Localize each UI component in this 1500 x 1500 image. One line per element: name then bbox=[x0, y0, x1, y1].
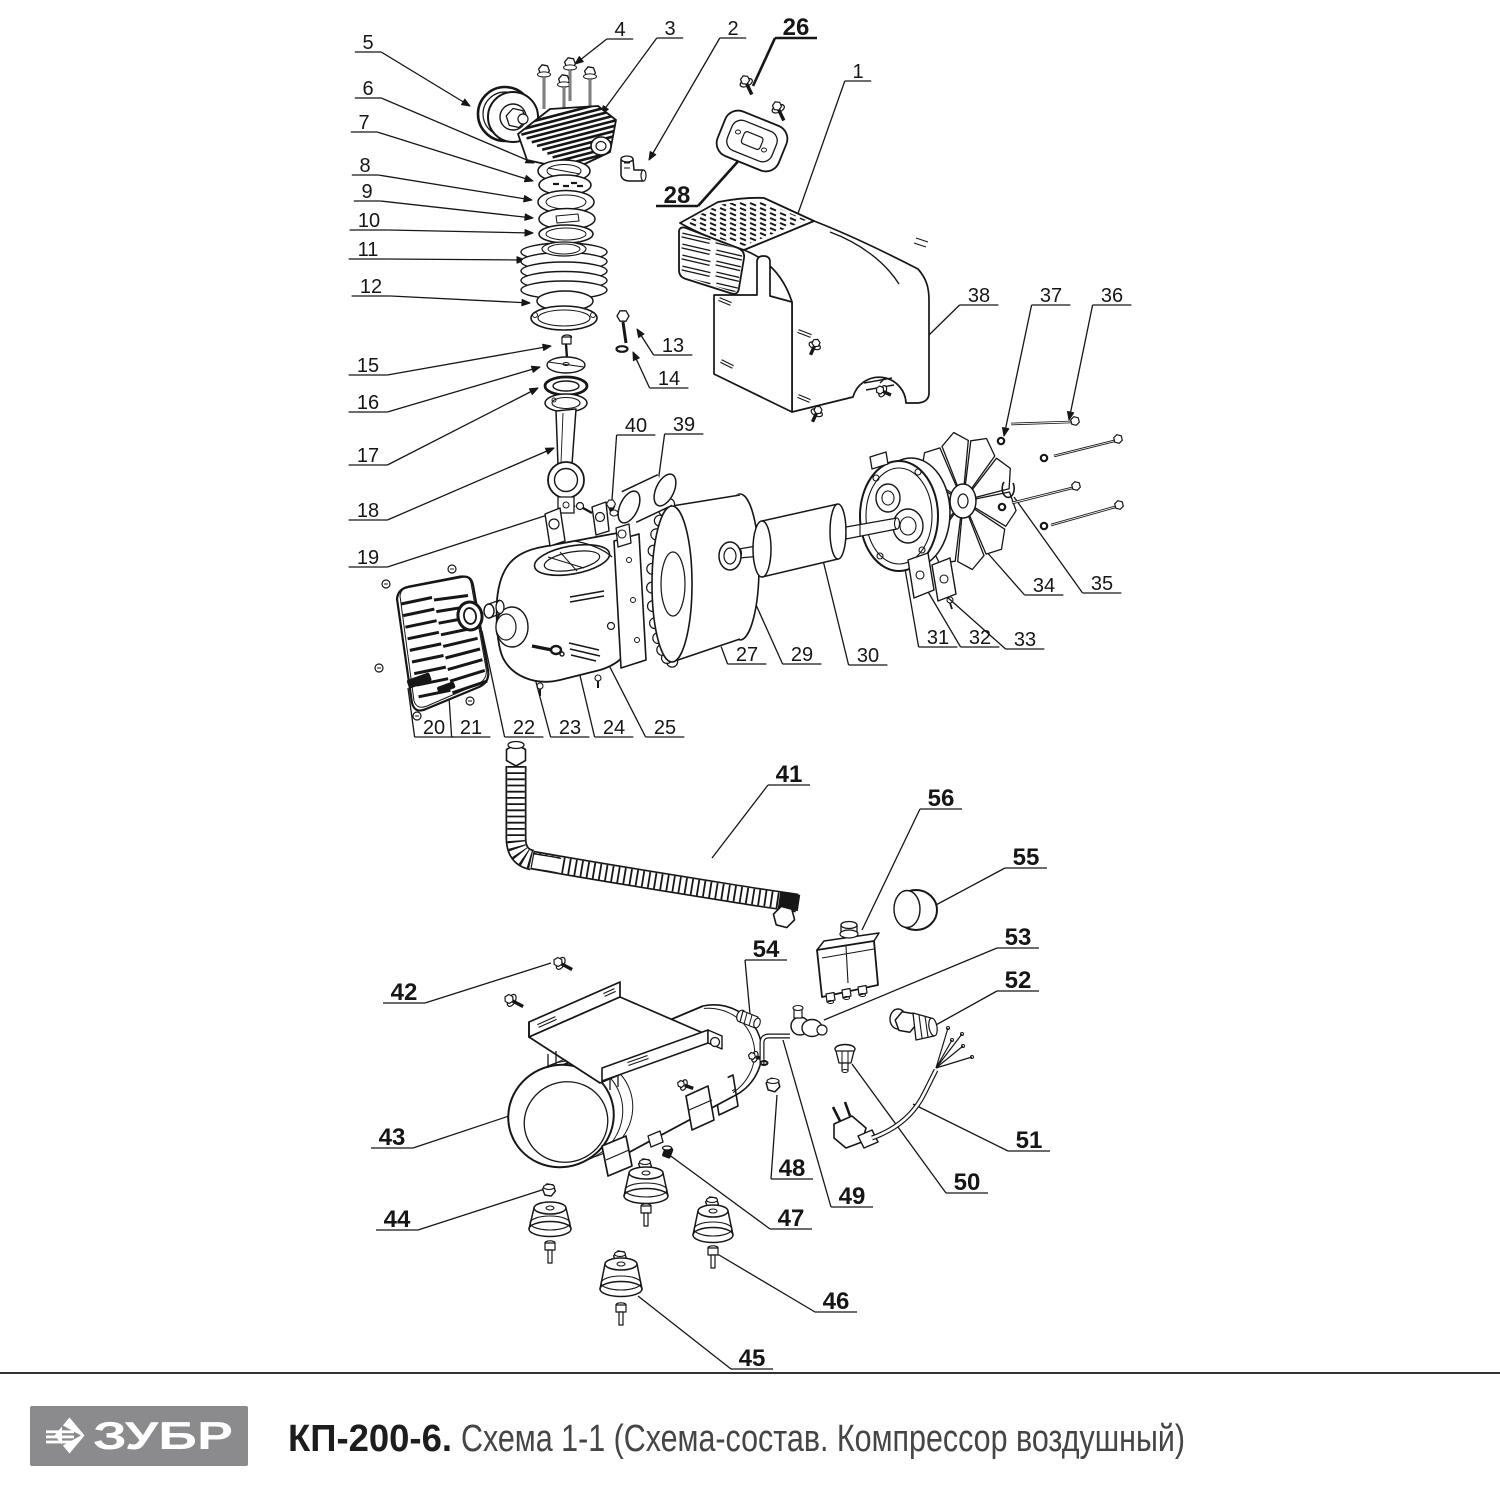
svg-text:16: 16 bbox=[357, 392, 379, 414]
svg-text:46: 46 bbox=[823, 1288, 850, 1315]
svg-text:32: 32 bbox=[969, 627, 991, 649]
svg-text:27: 27 bbox=[736, 644, 758, 666]
svg-text:52: 52 bbox=[1005, 967, 1032, 994]
svg-text:17: 17 bbox=[357, 445, 379, 467]
svg-text:45: 45 bbox=[739, 1345, 766, 1372]
svg-text:50: 50 bbox=[954, 1169, 981, 1196]
svg-text:24: 24 bbox=[603, 717, 625, 739]
svg-text:36: 36 bbox=[1101, 285, 1123, 307]
svg-text:53: 53 bbox=[1005, 924, 1032, 951]
svg-text:34: 34 bbox=[1033, 575, 1055, 597]
svg-text:13: 13 bbox=[662, 335, 684, 357]
svg-text:37: 37 bbox=[1040, 285, 1062, 307]
svg-text:12: 12 bbox=[360, 276, 382, 298]
svg-text:3: 3 bbox=[664, 18, 675, 40]
svg-text:48: 48 bbox=[779, 1155, 806, 1182]
svg-text:9: 9 bbox=[361, 181, 372, 203]
svg-text:2: 2 bbox=[727, 18, 738, 40]
svg-text:26: 26 bbox=[783, 14, 810, 41]
svg-text:42: 42 bbox=[391, 979, 418, 1006]
svg-text:ЗУБР: ЗУБР bbox=[93, 1415, 233, 1458]
svg-text:Схема 1-1 (Схема-состав. Компр: Схема 1-1 (Схема-состав. Компрессор возд… bbox=[461, 1418, 1185, 1460]
svg-text:15: 15 bbox=[357, 355, 379, 377]
svg-text:39: 39 bbox=[673, 414, 695, 436]
svg-text:35: 35 bbox=[1091, 573, 1113, 595]
svg-text:10: 10 bbox=[358, 210, 380, 232]
svg-text:47: 47 bbox=[778, 1205, 805, 1232]
svg-text:38: 38 bbox=[968, 285, 990, 307]
svg-text:4: 4 bbox=[614, 19, 625, 41]
svg-text:54: 54 bbox=[753, 936, 780, 963]
svg-text:49: 49 bbox=[839, 1183, 866, 1210]
svg-text:55: 55 bbox=[1013, 844, 1040, 871]
svg-text:44: 44 bbox=[384, 1206, 411, 1233]
svg-text:29: 29 bbox=[791, 644, 813, 666]
svg-text:33: 33 bbox=[1014, 629, 1036, 651]
svg-text:5: 5 bbox=[362, 32, 373, 54]
svg-text:31: 31 bbox=[927, 627, 949, 649]
svg-text:40: 40 bbox=[625, 415, 647, 437]
svg-text:51: 51 bbox=[1016, 1127, 1043, 1154]
svg-text:25: 25 bbox=[654, 717, 676, 739]
svg-text:19: 19 bbox=[357, 547, 379, 569]
svg-text:43: 43 bbox=[379, 1124, 406, 1151]
svg-text:8: 8 bbox=[359, 155, 370, 177]
svg-text:28: 28 bbox=[664, 182, 691, 209]
svg-text:КП-200-6.: КП-200-6. bbox=[288, 1418, 452, 1460]
svg-text:30: 30 bbox=[857, 645, 879, 667]
svg-text:1: 1 bbox=[852, 61, 863, 83]
svg-text:41: 41 bbox=[776, 761, 803, 788]
svg-text:18: 18 bbox=[357, 500, 379, 522]
svg-text:11: 11 bbox=[358, 239, 379, 261]
svg-text:7: 7 bbox=[358, 112, 369, 134]
svg-text:21: 21 bbox=[460, 717, 482, 739]
svg-text:20: 20 bbox=[423, 717, 445, 739]
svg-text:23: 23 bbox=[559, 717, 581, 739]
svg-text:56: 56 bbox=[928, 785, 955, 812]
svg-text:6: 6 bbox=[362, 78, 373, 100]
svg-text:22: 22 bbox=[513, 717, 535, 739]
svg-text:14: 14 bbox=[658, 368, 680, 390]
